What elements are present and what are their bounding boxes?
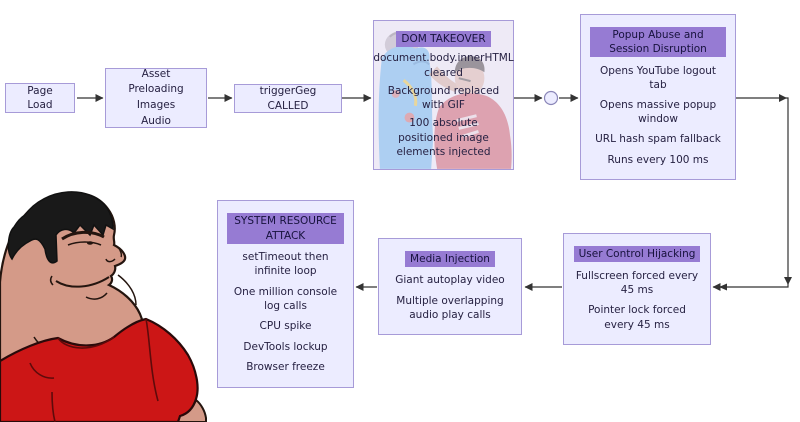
node-asset-preloading: Asset Preloading Images Audio: [105, 68, 207, 128]
joint-arrow-down: [784, 277, 792, 285]
asset-line-2: Images: [136, 99, 176, 111]
meme-character-illustration: [0, 191, 207, 422]
node-page-load-label: Page Load: [27, 84, 53, 111]
node-dom-takeover: DOM TAKEOVER document.body.innerHTML cle…: [373, 20, 514, 170]
meme-shirt: [0, 317, 199, 422]
node-dom-takeover-title: DOM TAKEOVER: [396, 31, 491, 48]
node-system-resource: SYSTEM RESOURCE ATTACK setTimeout then i…: [217, 200, 354, 388]
node-user-control-title: User Control Hijacking: [573, 246, 701, 263]
node-popup-abuse: Popup Abuse and Session Disruption Opens…: [580, 14, 736, 180]
system-line-3: CPU spike: [259, 320, 312, 333]
media-line-1: Giant autoplay video: [395, 274, 505, 287]
popup-line-1: Opens YouTube logout tab: [599, 64, 717, 91]
node-popup-abuse-title: Popup Abuse and Session Disruption: [590, 27, 726, 58]
popup-line-4: Runs every 100 ms: [607, 153, 709, 166]
node-system-resource-title: SYSTEM RESOURCE ATTACK: [227, 213, 344, 244]
meme-hair: [7, 191, 114, 264]
asset-line-3: Audio: [141, 114, 171, 127]
flow-junction-node: [543, 90, 559, 106]
dom-line-1: document.body.innerHTML cleared: [373, 52, 514, 79]
system-line-1: setTimeout then infinite loop: [242, 251, 329, 278]
system-line-4: DevTools lockup: [243, 340, 328, 353]
joint-arrow-left: [719, 283, 727, 291]
system-line-2: One million console log calls: [233, 285, 338, 312]
node-user-control: User Control Hijacking Fullscreen forced…: [563, 233, 711, 345]
system-line-5: Browser freeze: [246, 361, 325, 374]
dom-line-2: Background replaced with GIF: [387, 84, 500, 112]
joint-arrow-right: [779, 94, 787, 102]
asset-line-1: Asset Preloading: [128, 67, 184, 96]
user-control-line-1: Fullscreen forced every 45 ms: [575, 269, 699, 296]
dom-line-3: 100 absolute positioned image elements i…: [396, 117, 491, 158]
popup-line-3: URL hash spam fallback: [595, 133, 721, 146]
user-control-line-2: Pointer lock forced every 45 ms: [588, 304, 686, 331]
media-line-2: Multiple overlapping audio play calls: [396, 294, 504, 321]
node-page-load: Page Load: [5, 83, 75, 113]
node-media-injection: Media Injection Giant autoplay video Mul…: [378, 238, 522, 335]
node-media-injection-title: Media Injection: [405, 251, 495, 268]
popup-line-2: Opens massive popup window: [599, 98, 717, 126]
node-trigger-geg-label: triggerGeg CALLED: [259, 85, 317, 112]
node-trigger-geg: triggerGeg CALLED: [234, 84, 342, 113]
